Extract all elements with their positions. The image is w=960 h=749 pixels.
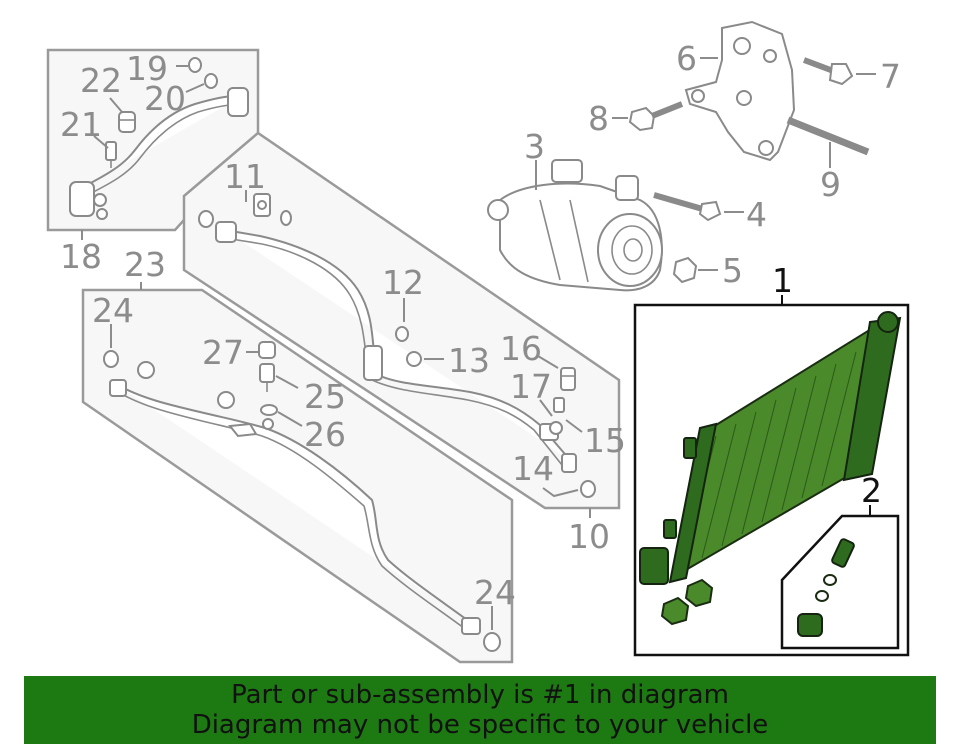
leader-22: [109, 97, 123, 113]
nut-26[interactable]: [262, 418, 274, 430]
bracket-6[interactable]: [684, 20, 796, 162]
callout-21: 21: [60, 105, 102, 144]
callout-6: 6: [676, 39, 697, 78]
desiccant-2[interactable]: [831, 538, 855, 568]
valve-25[interactable]: [259, 363, 275, 392]
callout-23: 23: [124, 245, 166, 284]
hose-18[interactable]: [69, 87, 249, 220]
callout-15: 15: [584, 421, 626, 460]
o-ring-2a[interactable]: [823, 574, 837, 586]
callout-22: 22: [80, 61, 122, 100]
banner-line-1: Part or sub-assembly is #1 in diagram: [231, 680, 729, 710]
plug-2[interactable]: [797, 613, 823, 637]
hose-23[interactable]: [109, 379, 481, 635]
callout-26: 26: [304, 415, 346, 454]
nut-24[interactable]: [137, 361, 155, 379]
banner-line-2: Diagram may not be specific to your vehi…: [191, 710, 769, 740]
o-ring-15[interactable]: [549, 421, 563, 435]
leader-14: [542, 487, 579, 498]
bolt-4[interactable]: [653, 192, 722, 222]
service-valve-21[interactable]: [105, 141, 117, 168]
leader-17: [539, 399, 553, 417]
callout-16: 16: [500, 329, 542, 368]
callout-27: 27: [202, 333, 244, 372]
callout-25: 25: [304, 377, 346, 416]
hose-10[interactable]: [215, 221, 577, 473]
callout-24a: 24: [92, 291, 134, 330]
callout-19: 19: [126, 49, 168, 88]
callout-7: 7: [880, 57, 901, 96]
callout-1: 1: [772, 261, 793, 300]
callout-14: 14: [512, 449, 554, 488]
o-ring-24a[interactable]: [103, 350, 119, 368]
leader-26: [277, 411, 303, 427]
nut-1b[interactable]: [684, 578, 714, 608]
o-ring-2b[interactable]: [815, 590, 829, 602]
compressor-3[interactable]: [487, 159, 663, 292]
callout-9: 9: [820, 165, 841, 204]
stud-9[interactable]: [786, 116, 870, 156]
valve-17[interactable]: [553, 397, 565, 413]
nut-1a[interactable]: [660, 596, 690, 626]
callout-5: 5: [722, 251, 743, 290]
cap-22[interactable]: [118, 111, 136, 133]
callout-17: 17: [510, 367, 552, 406]
bracket-23[interactable]: [217, 391, 235, 409]
nut-5[interactable]: [672, 256, 698, 284]
leader-16: [537, 355, 559, 369]
condenser-1[interactable]: [639, 311, 902, 585]
callout-2: 2: [861, 471, 882, 510]
callout-20: 20: [144, 79, 186, 118]
callout-18: 18: [60, 237, 102, 276]
cap-27[interactable]: [258, 341, 276, 359]
o-ring-14[interactable]: [580, 480, 596, 498]
leader-20: [185, 83, 205, 93]
leader-25: [275, 375, 299, 389]
o-ring-11[interactable]: [198, 210, 214, 228]
sensor-16[interactable]: [560, 367, 576, 391]
condenser-fins: [681, 351, 857, 571]
leader-21: [93, 135, 109, 149]
o-ring-19[interactable]: [188, 57, 202, 73]
bracket-11[interactable]: [253, 193, 271, 217]
info-banner: Part or sub-assembly is #1 in diagram Di…: [24, 676, 936, 744]
callout-3: 3: [524, 127, 545, 166]
o-ring-12[interactable]: [395, 326, 409, 342]
o-ring-11b[interactable]: [280, 210, 292, 226]
callout-8: 8: [588, 99, 609, 138]
o-ring-20[interactable]: [204, 73, 218, 89]
bolt-7[interactable]: [802, 57, 854, 86]
bolt-8[interactable]: [628, 101, 684, 132]
o-ring-24b[interactable]: [483, 632, 501, 652]
callout-4: 4: [746, 195, 767, 234]
leader-15: [565, 419, 583, 433]
callout-11: 11: [224, 157, 266, 196]
callout-13: 13: [448, 341, 490, 380]
callout-24b: 24: [474, 573, 516, 612]
callout-10: 10: [568, 517, 610, 556]
o-ring-26[interactable]: [260, 404, 278, 416]
o-ring-13[interactable]: [406, 351, 422, 367]
callout-12: 12: [382, 263, 424, 302]
